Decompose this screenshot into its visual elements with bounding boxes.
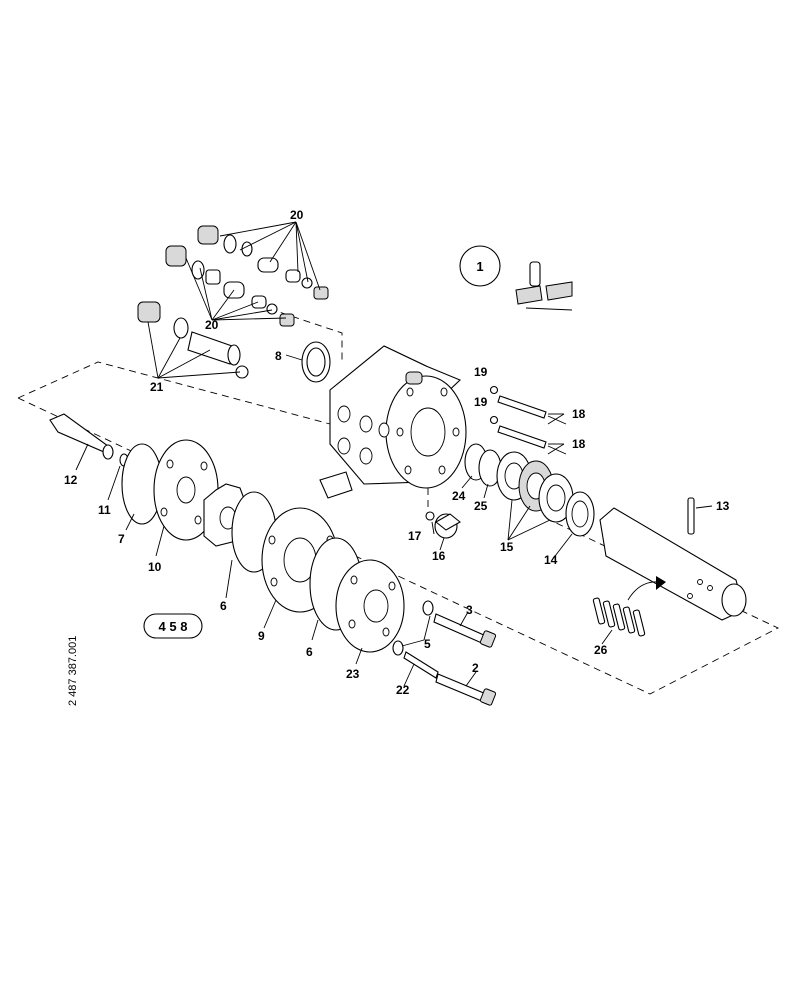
callout-18-a: 18 xyxy=(572,407,586,421)
callout-2: 2 xyxy=(472,661,479,675)
callout-7: 7 xyxy=(118,532,125,546)
callout-19-a: 19 xyxy=(474,365,488,379)
plug-16 xyxy=(434,513,461,539)
bolt-2 xyxy=(435,673,497,706)
callout-labels: 20 20 21 8 19 19 18 18 12 11 7 10 24 25 … xyxy=(64,208,730,697)
seal-ring-8 xyxy=(301,341,331,383)
kit-tag-text: 4 5 8 xyxy=(159,619,188,634)
callout-11: 11 xyxy=(98,503,111,517)
valve-group-top xyxy=(137,225,329,379)
callout-19-b: 19 xyxy=(474,395,488,409)
end-cover-23 xyxy=(335,559,405,653)
screw-22 xyxy=(403,651,439,679)
leaders-valves xyxy=(147,221,321,379)
pins-18 xyxy=(497,395,567,455)
callout-20-mid: 20 xyxy=(205,318,219,332)
detail-marker-text: 1 xyxy=(476,259,483,274)
shaft-12 xyxy=(49,413,114,460)
callout-21: 21 xyxy=(150,380,164,394)
callout-20-top: 20 xyxy=(290,208,304,222)
callout-10: 10 xyxy=(148,560,162,574)
callout-15: 15 xyxy=(500,540,514,554)
bearing-15 xyxy=(496,451,574,523)
detail-inset: 1 xyxy=(459,245,573,311)
callout-6-right: 6 xyxy=(306,645,313,659)
callout-5: 5 xyxy=(424,637,431,651)
callout-16: 16 xyxy=(432,549,446,563)
callout-22: 22 xyxy=(396,683,410,697)
washer-5a xyxy=(422,600,434,616)
needle-bearings-26 xyxy=(592,576,666,637)
ball-17 xyxy=(425,511,435,521)
callout-13: 13 xyxy=(716,499,730,513)
end-plate-10 xyxy=(153,439,219,541)
callout-23: 23 xyxy=(346,667,360,681)
callout-18-b: 18 xyxy=(572,437,586,451)
callout-14: 14 xyxy=(544,553,558,567)
callout-17: 17 xyxy=(408,529,422,543)
spool-shaft xyxy=(599,507,747,621)
bolt-3 xyxy=(433,613,497,648)
callout-25: 25 xyxy=(474,499,488,513)
callout-6-left: 6 xyxy=(220,599,227,613)
ring-14 xyxy=(565,491,595,537)
balls-19 xyxy=(489,385,499,425)
callout-24: 24 xyxy=(452,489,466,503)
washer-5b xyxy=(392,640,404,656)
pump-housing xyxy=(319,345,467,499)
callout-8: 8 xyxy=(275,349,282,363)
drawing-number: 2 487 387.001 xyxy=(67,636,79,706)
callout-12: 12 xyxy=(64,473,78,487)
callout-26: 26 xyxy=(594,643,608,657)
callout-9: 9 xyxy=(258,629,265,643)
kit-tag: 4 5 8 xyxy=(143,613,203,639)
callout-3: 3 xyxy=(466,603,473,617)
pin-13 xyxy=(687,497,695,535)
detail-marker-circle xyxy=(459,245,501,287)
callout-leaders xyxy=(75,354,713,687)
